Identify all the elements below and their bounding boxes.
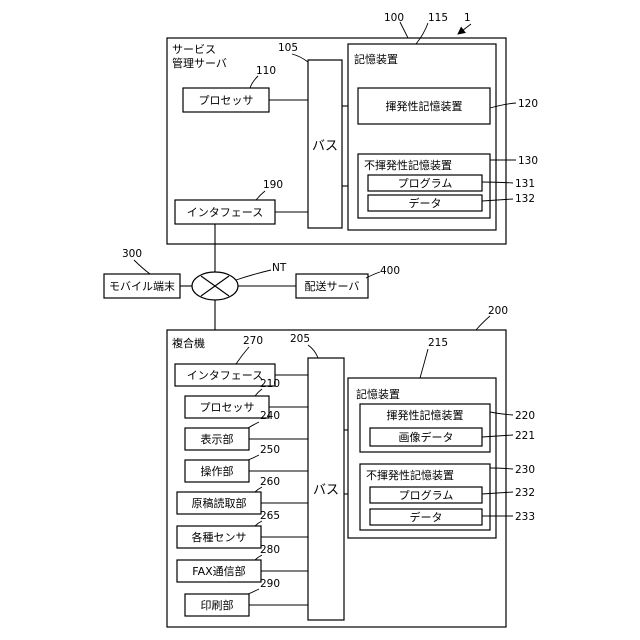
server-nonvolatile-ref: 130 (518, 155, 538, 167)
mfp-scanner-label: 原稿読取部 (192, 496, 247, 510)
mfp-image-data-label: 画像データ (399, 430, 454, 444)
mfp-program-label: プログラム (399, 488, 454, 502)
multifunction-peripheral: 複合機 200 バス 205 インタフェース 270 プロセッサ 210 表示部… (167, 305, 535, 627)
server-program-ref: 131 (515, 178, 535, 190)
server-title: サービス (172, 43, 216, 56)
mfp-sensors-label: 各種センサ (192, 530, 247, 544)
mfp-fax-label: FAX通信部 (192, 564, 245, 578)
mfp-processor-ref: 210 (260, 378, 280, 390)
server-bus-ref: 105 (278, 42, 298, 54)
mfp-nonvolatile-ref: 230 (515, 464, 535, 476)
mfp-volatile-ref: 220 (515, 410, 535, 422)
mfp-processor-label: プロセッサ (200, 401, 255, 414)
mfp-image-data-ref: 221 (515, 430, 535, 442)
mfp-operation-ref: 250 (260, 444, 280, 456)
mfp-storage-ref: 215 (428, 337, 448, 349)
mfp-title: 複合機 (172, 336, 205, 350)
server-storage-ref: 115 (428, 12, 448, 24)
figure-reference: 1 (458, 12, 471, 34)
mfp-bus-ref: 205 (290, 333, 310, 345)
mfp-volatile-label: 揮発性記憶装置 (387, 408, 464, 422)
server-data-label: データ (409, 196, 442, 210)
mobile-terminal-ref: 300 (122, 248, 142, 260)
mfp-ref: 200 (488, 305, 508, 317)
server-volatile-ref: 120 (518, 98, 538, 110)
mfp-operation-label: 操作部 (201, 464, 234, 478)
mfp-scanner-ref: 260 (260, 476, 280, 488)
server-processor-label: プロセッサ (199, 94, 254, 107)
mfp-bus-label: バス (313, 483, 339, 498)
server-interface-label: インタフェース (187, 206, 263, 219)
server-ref: 100 (384, 12, 404, 24)
mfp-ref-leader (476, 316, 490, 330)
mfp-printer-label: 印刷部 (201, 598, 234, 612)
mobile-terminal-leader (134, 260, 150, 274)
mobile-terminal-label: モバイル端末 (109, 279, 175, 293)
server-interface-ref: 190 (263, 179, 283, 191)
mfp-sensors-ref: 265 (260, 510, 280, 522)
server-program-label: プログラム (398, 176, 453, 190)
mfp-fax-ref: 280 (260, 544, 280, 556)
mfp-display-ref: 240 (260, 410, 280, 422)
delivery-server-label: 配送サーバ (305, 279, 360, 293)
mfp-program-ref: 232 (515, 487, 535, 499)
svg-text:1: 1 (464, 12, 471, 24)
mfp-data-ref: 233 (515, 511, 535, 523)
delivery-server-ref: 400 (380, 265, 400, 277)
server-ref-leader (400, 22, 408, 38)
server-nonvolatile-label: 不揮発性記憶装置 (364, 158, 452, 172)
network-ref: NT (272, 262, 287, 274)
server-title-line2: 管理サーバ (172, 56, 227, 70)
mfp-nonvolatile-label: 不揮発性記憶装置 (366, 468, 454, 482)
mfp-interface-ref: 270 (243, 335, 263, 347)
server-storage-label: 記憶装置 (354, 52, 398, 66)
mfp-printer-ref: 290 (260, 578, 280, 590)
server-data-ref: 132 (515, 193, 535, 205)
server-processor-ref: 110 (256, 65, 276, 77)
server-bus-label: バス (312, 139, 338, 154)
mfp-storage-label: 記憶装置 (356, 387, 400, 401)
service-management-server: サービス 管理サーバ 100 プロセッサ 110 インタフェース 190 バス … (167, 12, 538, 244)
server-volatile-label: 揮発性記憶装置 (386, 99, 463, 113)
network-ref-leader (236, 270, 271, 280)
figure-reference-arrow (458, 24, 471, 34)
mfp-data-label: データ (410, 510, 443, 524)
mfp-display-label: 表示部 (201, 432, 234, 446)
mfp-interface-label: インタフェース (187, 369, 263, 382)
